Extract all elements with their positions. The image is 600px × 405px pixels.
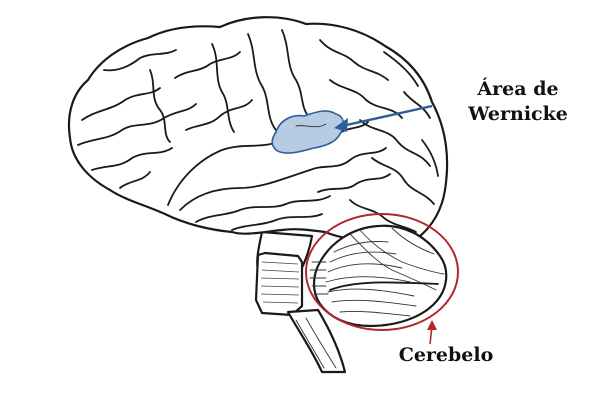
cerebellum-label: Cerebelo — [399, 344, 494, 366]
wernicke-label-line1: Área de — [476, 77, 558, 100]
cerebrum — [67, 16, 449, 243]
cerebellum — [309, 224, 448, 328]
wernicke-area — [271, 110, 345, 154]
cerebellum-highlight-circle — [305, 213, 459, 331]
brainstem — [254, 230, 347, 374]
wernicke-label-line2: Wernicke — [467, 103, 568, 125]
arrow-left-icon — [334, 104, 433, 132]
arrow-up-icon — [427, 320, 437, 345]
wernicke-area-region — [271, 110, 345, 154]
